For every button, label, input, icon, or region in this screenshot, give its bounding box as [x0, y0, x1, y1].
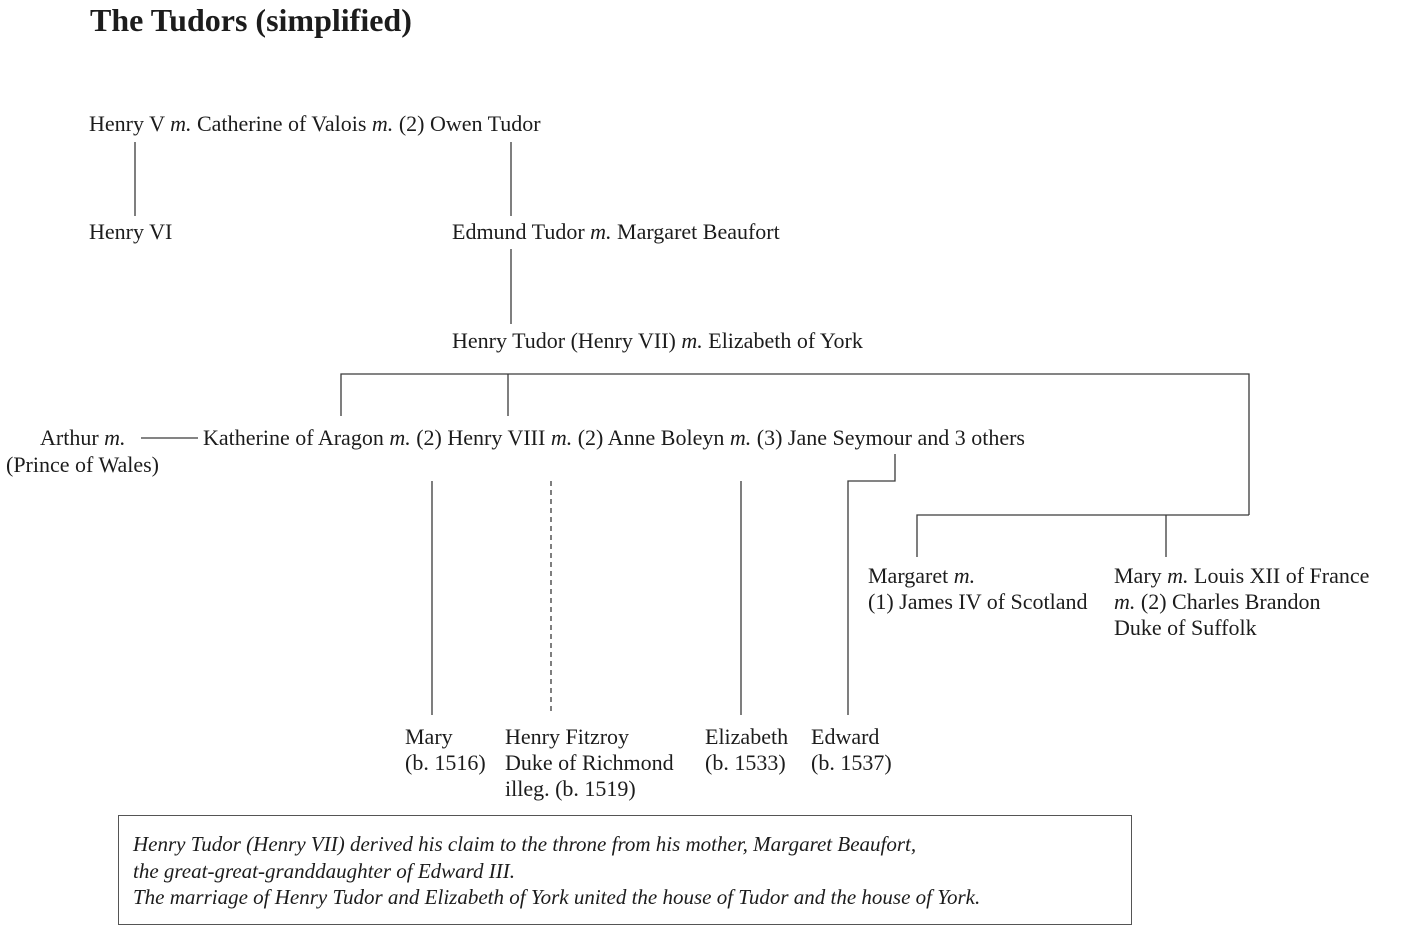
marriage-marker: m.: [1114, 589, 1136, 614]
marriage-marker: m.: [681, 328, 703, 353]
note-line-2: the great-great-granddaughter of Edward …: [133, 858, 516, 883]
person-catherine-of-valois: Catherine of Valois: [196, 111, 367, 136]
person-arthur: Arthur m.: [40, 425, 126, 450]
marriage-marker: m.: [1167, 563, 1189, 588]
mary-spouse-brandon-title: Duke of Suffolk: [1114, 615, 1257, 640]
gen1-couple: Henry V m. Catherine of Valois m. (2) Ow…: [89, 111, 541, 137]
margaret-spouse: (1) James IV of Scotland: [868, 589, 1088, 614]
child-name: Henry Fitzroy: [505, 724, 630, 749]
marriage-marker: m.: [104, 425, 126, 450]
person-owen-tudor: (2) Owen Tudor: [398, 111, 541, 136]
child-name: Edward: [811, 724, 880, 749]
child-birth: (b. 1537): [811, 750, 892, 775]
marriage-marker: m.: [389, 425, 411, 450]
person-henry-vi: Henry VI: [89, 219, 173, 244]
person-elizabeth-of-york: Elizabeth of York: [708, 328, 863, 353]
child-birth: (b. 1533): [705, 750, 786, 775]
person-katherine-of-aragon: Katherine of Aragon: [203, 425, 384, 450]
person-margaret-beaufort: Margaret Beaufort: [617, 219, 780, 244]
child-birth: (b. 1516): [405, 750, 486, 775]
mary-spouse-louis: Louis XII of France: [1194, 563, 1370, 588]
connector-henry-vii-children-bracket: [340, 373, 1250, 515]
historical-note-box: Henry Tudor (Henry VII) derived his clai…: [118, 815, 1132, 925]
person-henry-viii: (2) Henry VIII: [416, 425, 546, 450]
person-henry-v: Henry V: [89, 111, 165, 136]
child-birth: illeg. (b. 1519): [505, 776, 636, 801]
child-henry-fitzroy: Henry Fitzroy Duke of Richmond illeg. (b…: [505, 724, 674, 802]
gen2-couple: Edmund Tudor m. Margaret Beaufort: [452, 219, 780, 245]
person-anne-boleyn: (2) Anne Boleyn: [577, 425, 725, 450]
person-mary-tudor-sister: Mary m. Louis XII of France: [1114, 563, 1370, 588]
marriage-marker: m.: [729, 425, 752, 450]
person-edmund-tudor: Edmund Tudor: [452, 219, 585, 244]
marriage-marker: m.: [550, 425, 573, 450]
child-mary: Mary (b. 1516): [405, 724, 486, 776]
person-margaret: Margaret m.: [868, 563, 976, 588]
marriage-marker: m.: [170, 111, 192, 136]
note-line-1: Henry Tudor (Henry VII) derived his clai…: [133, 832, 917, 856]
note-line-3: The marriage of Henry Tudor and Elizabet…: [133, 885, 981, 909]
connector-to-edward: [847, 454, 896, 715]
marriage-marker: m.: [953, 563, 976, 588]
gen3-couple: Henry Tudor (Henry VII) m. Elizabeth of …: [452, 328, 863, 354]
child-elizabeth: Elizabeth (b. 1533): [705, 724, 788, 776]
marriage-marker: m.: [590, 219, 612, 244]
child-name: Mary: [405, 724, 453, 749]
person-henry-vii: Henry Tudor (Henry VII): [452, 328, 676, 353]
marriage-marker: m.: [371, 111, 394, 136]
mary-spouse-brandon: m. (2) Charles Brandon: [1114, 589, 1321, 614]
page-title: The Tudors (simplified): [90, 2, 412, 38]
connector-sisters-bracket: [916, 514, 1249, 557]
arthur-title: (Prince of Wales): [6, 452, 159, 477]
child-title: Duke of Richmond: [505, 750, 674, 775]
person-jane-seymour: (3) Jane Seymour and 3 others: [756, 425, 1025, 450]
child-edward: Edward (b. 1537): [811, 724, 892, 776]
gen4-couples: Katherine of Aragon m. (2) Henry VIII m.…: [203, 425, 1025, 451]
child-name: Elizabeth: [705, 724, 789, 749]
